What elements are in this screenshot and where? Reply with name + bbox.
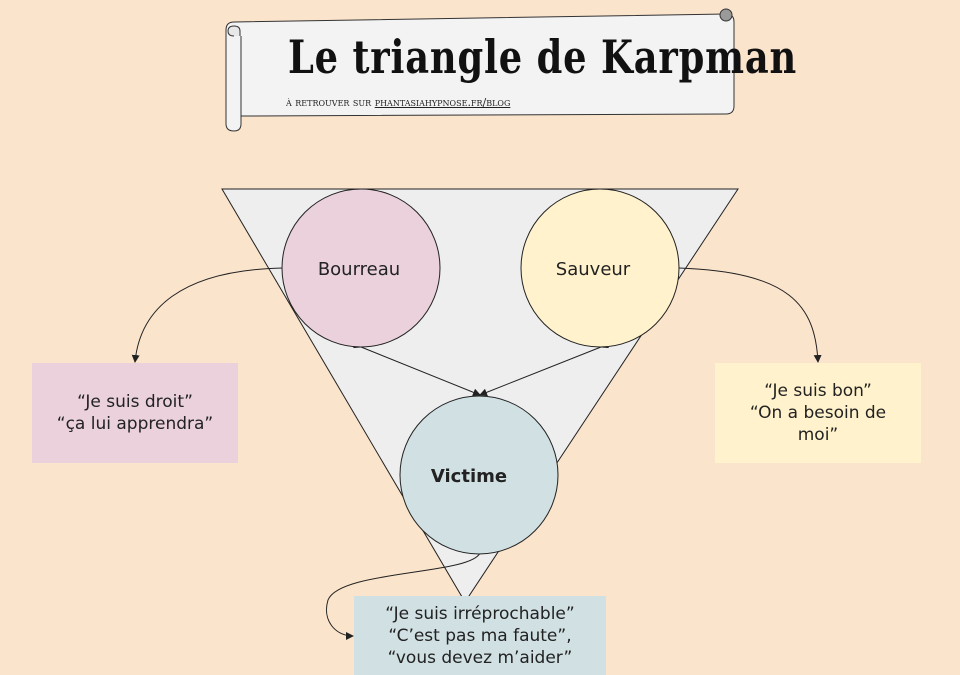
victime-quote-line: “Je suis irréprochable” (385, 603, 575, 624)
subtitle-prefix: à retrouver sur (286, 96, 372, 109)
arrow-sauveur-quote (678, 267, 822, 363)
blog-link[interactable]: phantasiahypnose.fr/blog (374, 96, 511, 109)
sauveur-circle (520, 188, 680, 348)
page-title: Le triangle de Karpman (288, 30, 798, 84)
bourreau-circle (281, 188, 441, 348)
subtitle: à retrouver sur phantasiahypnose.fr/blog (286, 96, 510, 109)
victime-quote-line: “C’est pas ma faute”, (388, 625, 572, 646)
title-scroll (225, 8, 735, 132)
sauveur-quote-line: “On a besoin de moi” (749, 403, 887, 445)
victime-quote-box: “Je suis irréprochable” “C’est pas ma fa… (354, 596, 606, 675)
scroll-curl-icon (719, 8, 733, 22)
sauveur-quote-line: “Je suis bon” (764, 381, 872, 401)
arrow-bourreau-quote (131, 267, 284, 363)
sauveur-quote-box: “Je suis bon” “On a besoin de moi” (715, 363, 921, 463)
arrow-bourreau-victime (353, 340, 481, 397)
victime-label: Victime (431, 466, 507, 487)
bourreau-quote-line: “Je suis droit” (77, 392, 193, 412)
arrow-sauveur-victime (479, 340, 609, 397)
bourreau-quote-box: “Je suis droit” “ça lui apprendra” (32, 363, 238, 463)
victime-circle (399, 395, 559, 555)
victime-quote-line: “vous devez m’aider” (387, 647, 573, 668)
bourreau-label: Bourreau (318, 259, 400, 280)
sauveur-label: Sauveur (556, 259, 631, 280)
bourreau-quote-line: “ça lui apprendra” (56, 414, 214, 434)
arrow-victime-quote (326, 552, 481, 640)
